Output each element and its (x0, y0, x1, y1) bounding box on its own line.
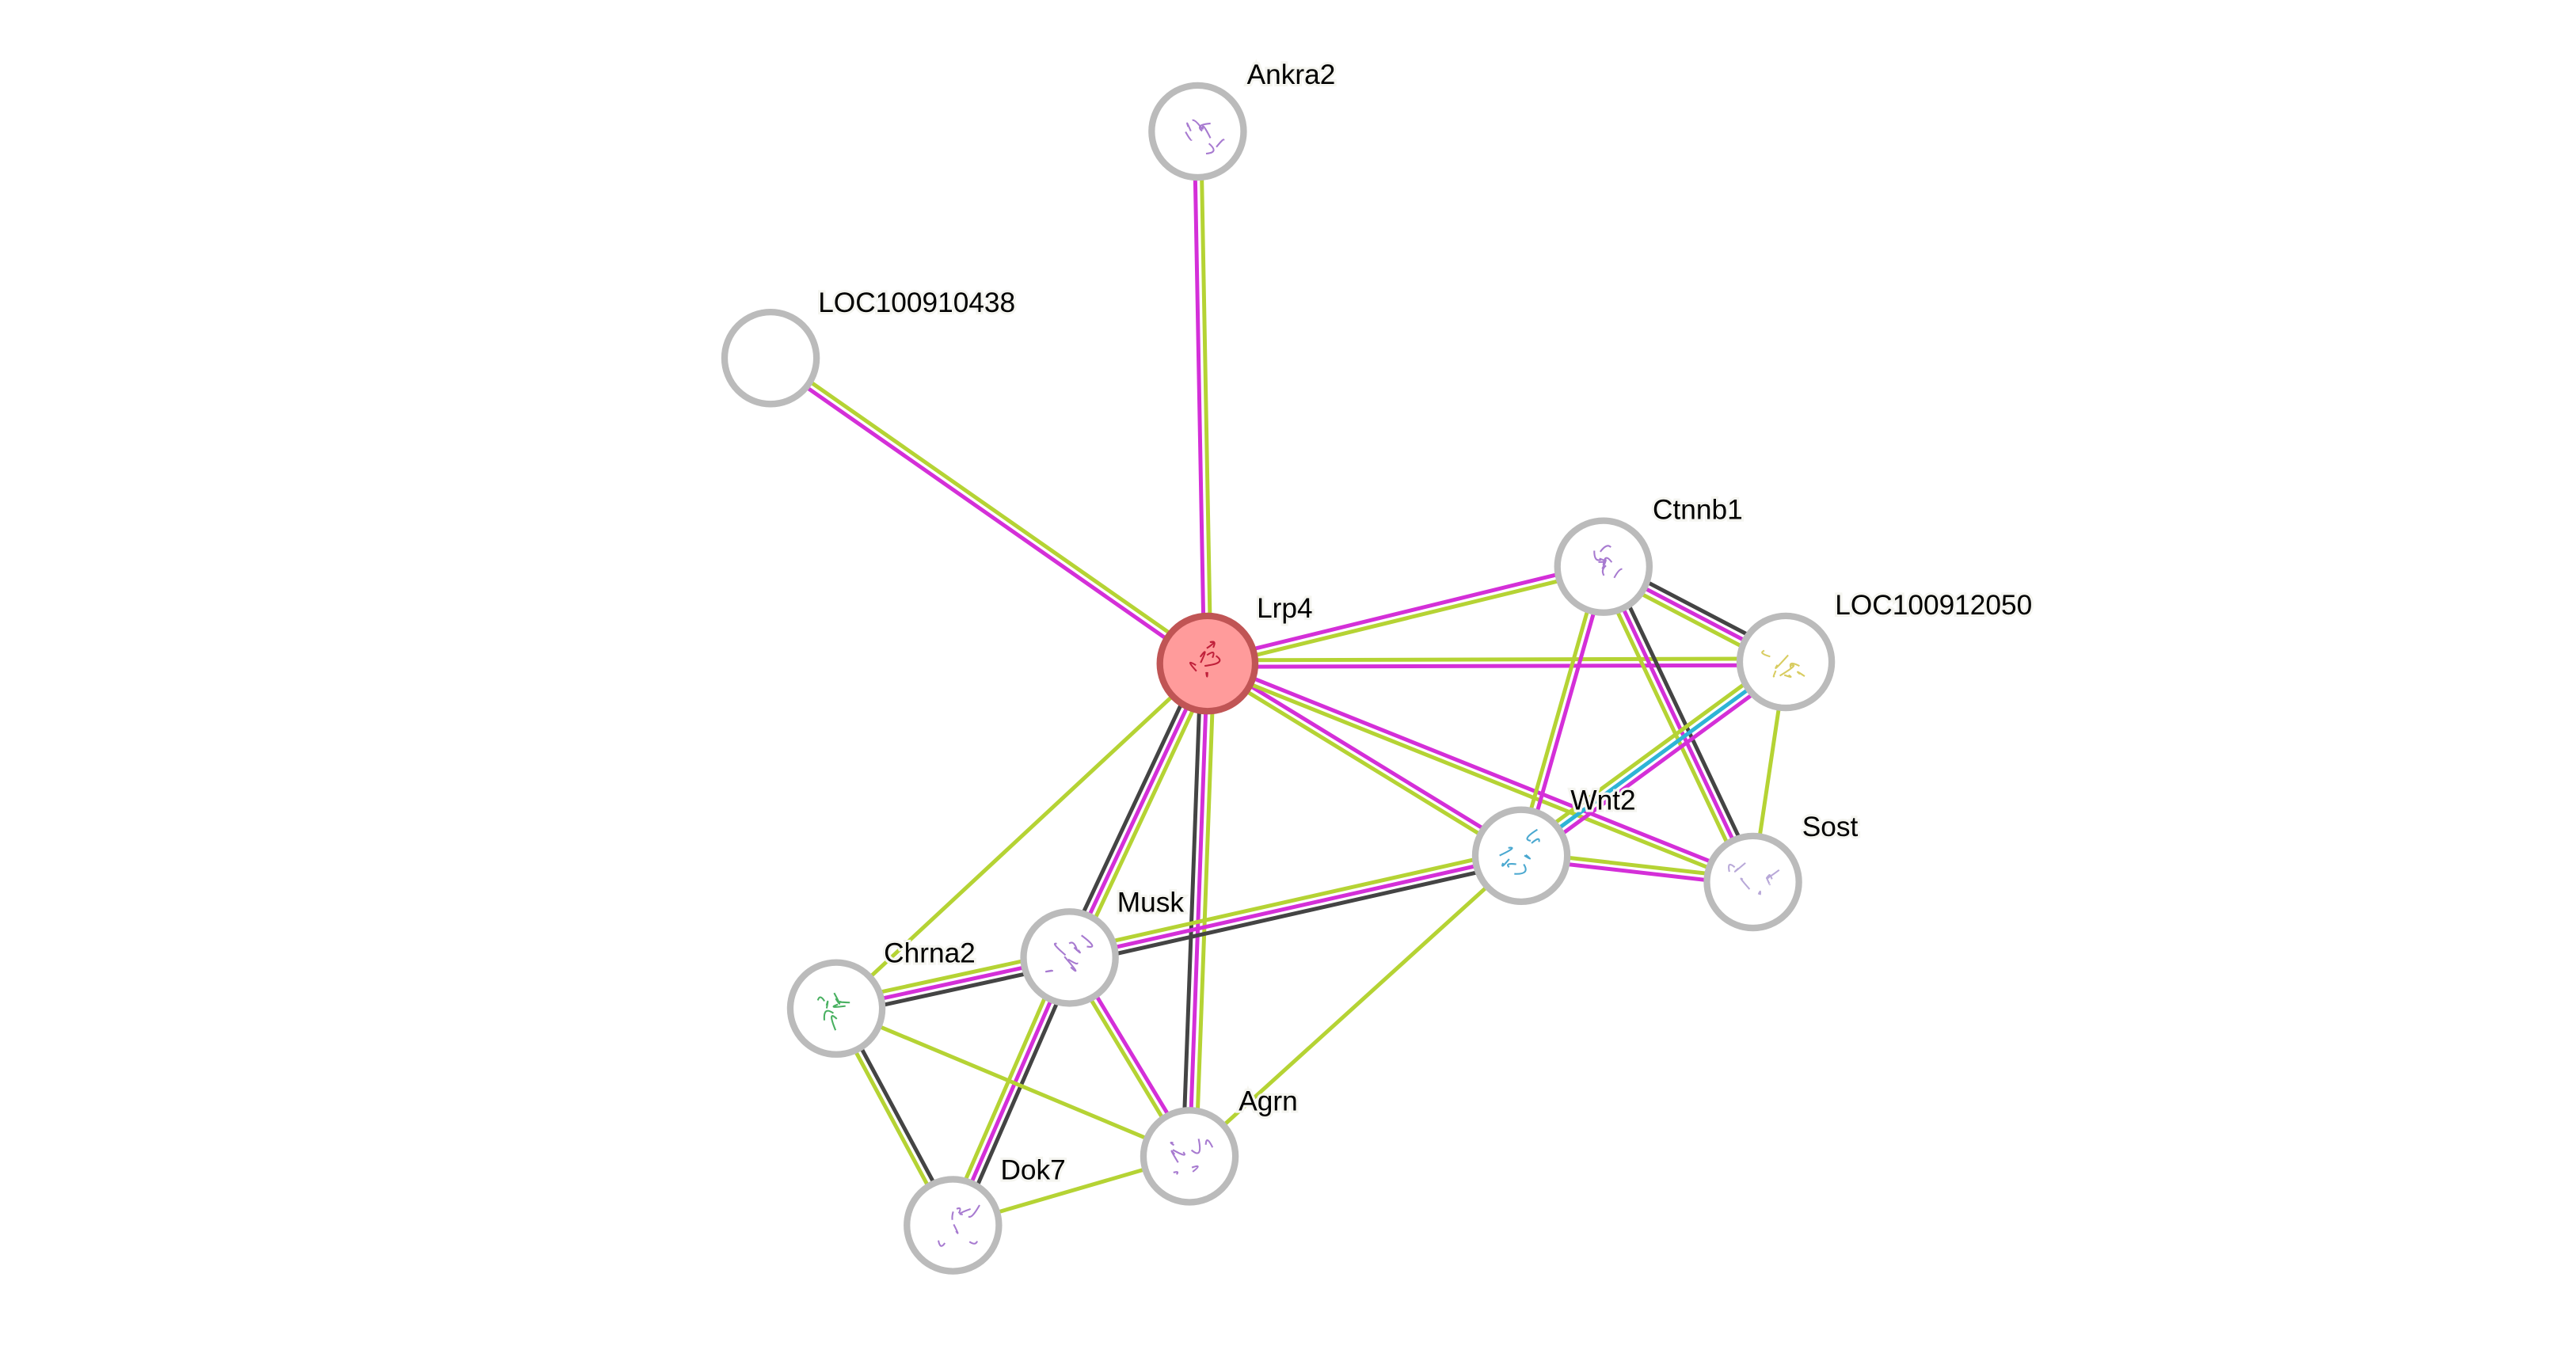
node-label: Dok7 (1000, 1154, 1065, 1185)
edge-lrp4-wnt2[interactable] (1206, 661, 1524, 859)
evidence-line-magenta (769, 361, 1206, 667)
evidence-line-green (1517, 656, 1782, 850)
node-dok7[interactable]: Dok7 (907, 1154, 1066, 1271)
evidence-line-magenta (1209, 661, 1523, 854)
node-label: Sost (1802, 812, 1859, 842)
node-circle (1024, 911, 1116, 1003)
node-circle (1143, 1110, 1235, 1202)
node-label: Chrna2 (884, 938, 976, 969)
node-ankra2[interactable]: Ankra2 (1151, 59, 1335, 177)
evidence-line-green (1597, 569, 1747, 884)
evidence-line-green (772, 356, 1209, 661)
node-circle (725, 312, 816, 404)
node-wnt2[interactable]: Wnt2 (1475, 785, 1636, 902)
evidence-line-green (1208, 659, 1786, 660)
node-circle (1151, 86, 1243, 177)
node-circle (1160, 616, 1255, 711)
node-loc100912050[interactable]: LOC100912050 (1740, 590, 2032, 708)
node-label: Ankra2 (1247, 59, 1336, 90)
node-label: Musk (1117, 887, 1185, 918)
evidence-line-green (1206, 667, 1520, 859)
node-circle (907, 1179, 999, 1271)
node-label: Agrn (1239, 1086, 1297, 1116)
node-loc100910438[interactable]: LOC100910438 (725, 287, 1015, 404)
node-chrna2[interactable]: Chrna2 (790, 938, 976, 1055)
node-agrn[interactable]: Agrn (1143, 1086, 1298, 1202)
edge-lrp4-loc100910438[interactable] (769, 356, 1210, 667)
node-label: LOC100912050 (1835, 590, 2032, 621)
edge-lrp4-ankra2[interactable] (1194, 131, 1211, 663)
edge-lrp4-agrn[interactable] (1183, 663, 1214, 1157)
evidence-line-green (836, 1009, 1189, 1157)
node-circle (1740, 616, 1832, 708)
node-label: Lrp4 (1257, 593, 1313, 624)
node-circle (1475, 810, 1567, 902)
edge-lrp4-loc100912050[interactable] (1208, 659, 1786, 667)
node-circle (1707, 836, 1798, 928)
edge-chrna2-agrn[interactable] (836, 1009, 1189, 1157)
node-label: LOC100910438 (818, 287, 1015, 318)
node-circle (790, 963, 882, 1055)
node-label: Wnt2 (1570, 785, 1635, 816)
node-ctnnb1[interactable]: Ctnnb1 (1558, 495, 1743, 613)
node-label: Ctnnb1 (1653, 495, 1743, 526)
evidence-line-magenta (1208, 665, 1786, 667)
